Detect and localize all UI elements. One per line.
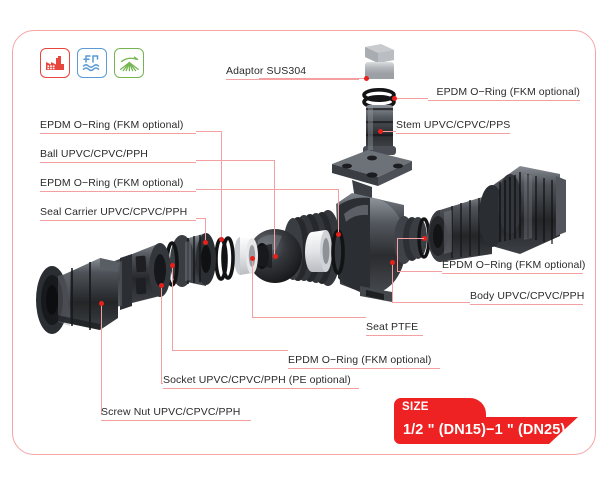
- part-oring-seat-left: [214, 236, 235, 281]
- part-adaptor: [365, 44, 394, 79]
- part-union-socket-right: [428, 194, 492, 262]
- label-left-1: EPDM O−Ring (FKM optional): [40, 119, 196, 135]
- label-oring-socket: EPDM O−Ring (FKM optional): [288, 354, 440, 370]
- irrigation-icon: [114, 48, 144, 78]
- label-socket: Socket UPVC/CPVC/PPH (PE optional): [163, 374, 359, 390]
- label-right-1: EPDM O−Ring (FKM optional): [428, 86, 580, 102]
- label-screw-nut: Screw Nut UPVC/CPVC/PPH: [101, 406, 251, 422]
- application-icons: [40, 48, 144, 78]
- part-union-nut-right: [479, 166, 566, 254]
- part-screw-nut: [36, 258, 118, 334]
- label-left-4: Seal Carrier UPVC/CPVC/PPH: [40, 206, 196, 222]
- label-right-2: Stem UPVC/CPVC/PPS: [396, 119, 510, 135]
- size-badge-tab-label: SIZE: [402, 401, 429, 413]
- size-badge-tab: SIZE: [394, 398, 486, 418]
- label-left-2: Ball UPVC/CPVC/PPH: [40, 148, 196, 164]
- size-badge-body: 1/2 " (DN15)−1 " (DN25): [394, 417, 578, 444]
- factory-icon: [40, 48, 70, 78]
- label-right-3: EPDM O−Ring (FKM optional): [442, 259, 586, 275]
- part-body: [283, 193, 427, 302]
- label-adaptor: Adaptor SUS304: [226, 65, 359, 81]
- size-badge-value: 1/2 " (DN15)−1 " (DN25): [403, 422, 566, 438]
- size-badge: SIZE 1/2 " (DN15)−1 " (DN25): [394, 398, 584, 444]
- label-right-4: Body UPVC/CPVC/PPH: [470, 290, 584, 306]
- part-seat-ptfe-left: [234, 237, 258, 275]
- part-oring-stem-top: [362, 88, 396, 110]
- water-treatment-icon: [77, 48, 107, 78]
- label-left-3: EPDM O−Ring (FKM optional): [40, 177, 196, 193]
- label-seat-ptfe: Seat PTFE: [366, 321, 423, 337]
- part-seat-ptfe-right: [305, 230, 332, 272]
